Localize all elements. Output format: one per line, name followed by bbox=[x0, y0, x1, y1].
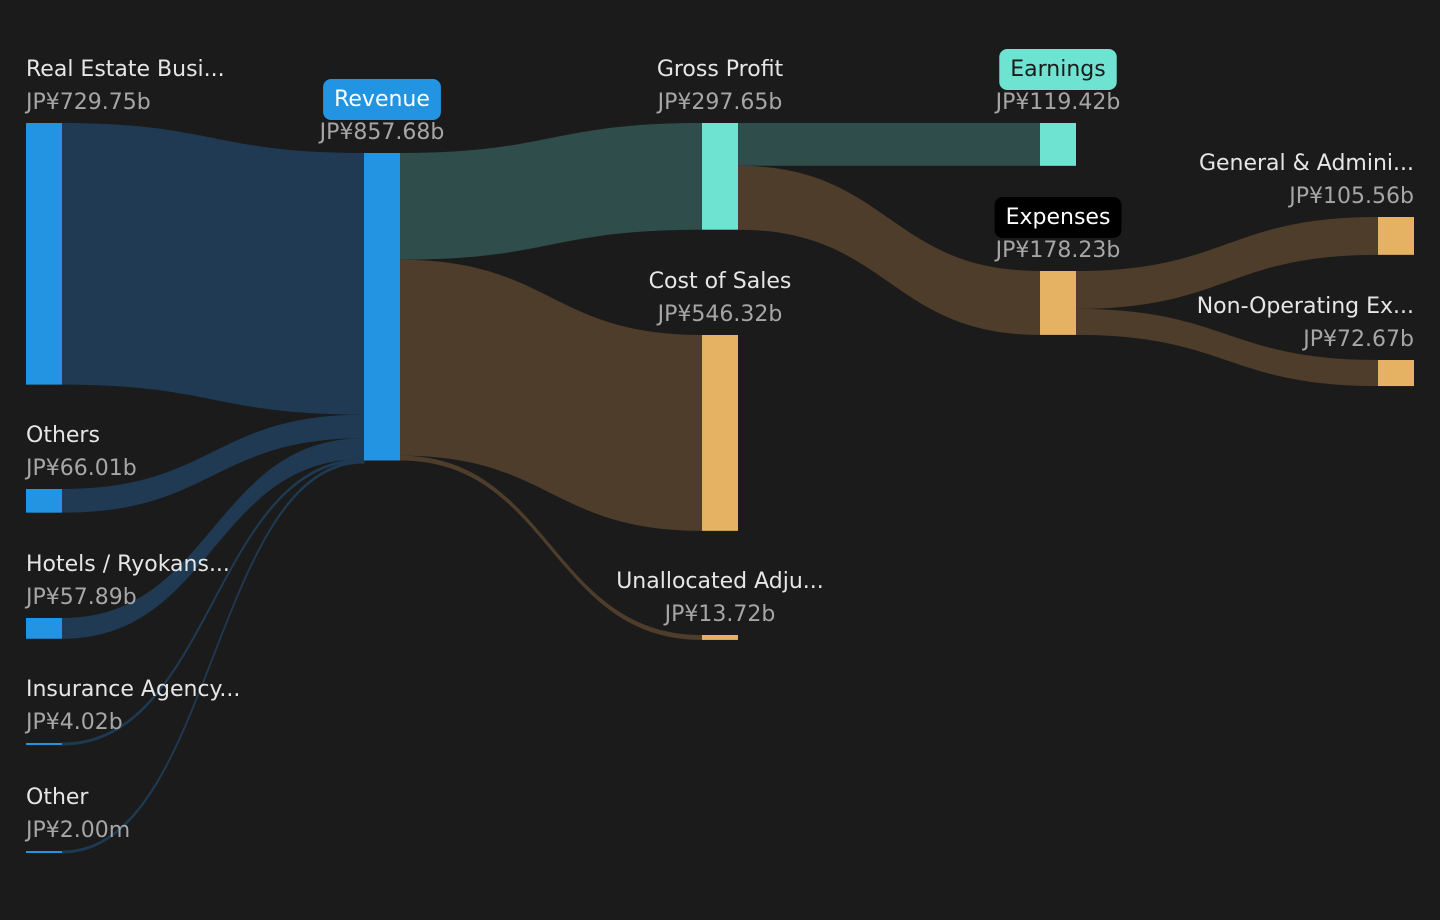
node-name-expenses: Expenses bbox=[1006, 205, 1111, 230]
node-name-hotels: Hotels / Ryokans... bbox=[26, 552, 230, 577]
link-revenue-to-gross-profit bbox=[400, 123, 702, 260]
link-revenue-to-unallocated bbox=[400, 455, 702, 640]
node-bar-hotels bbox=[26, 618, 62, 639]
link-expenses-to-non-operating bbox=[1076, 308, 1378, 387]
node-bar-gross-profit bbox=[702, 123, 738, 230]
node-value-cost-of-sales: JP¥546.32b bbox=[656, 302, 783, 327]
node-value-non-operating: JP¥72.67b bbox=[1301, 327, 1414, 352]
node-bar-general-admin bbox=[1378, 217, 1414, 255]
node-value-insurance: JP¥4.02b bbox=[24, 710, 123, 735]
link-revenue-to-cost-of-sales bbox=[400, 259, 702, 531]
node-name-revenue: Revenue bbox=[334, 87, 430, 112]
node-value-earnings: JP¥119.42b bbox=[994, 90, 1121, 115]
node-value-unallocated: JP¥13.72b bbox=[663, 602, 776, 627]
link-hotels-to-revenue bbox=[62, 438, 364, 639]
node-bar-insurance bbox=[26, 743, 62, 745]
node-name-cost-of-sales: Cost of Sales bbox=[649, 269, 792, 294]
node-bar-others bbox=[26, 489, 62, 513]
node-pill-revenue bbox=[323, 79, 441, 120]
node-name-general-admin: General & Admini... bbox=[1199, 151, 1414, 176]
node-name-insurance: Insurance Agency... bbox=[26, 677, 240, 702]
link-others-to-revenue bbox=[62, 414, 364, 513]
node-bar-revenue bbox=[364, 153, 400, 461]
link-gross-profit-to-expenses bbox=[738, 165, 1040, 335]
node-bar-other bbox=[26, 851, 62, 853]
node-bar-cost-of-sales bbox=[702, 335, 738, 531]
node-bar-non-operating bbox=[1378, 360, 1414, 387]
node-value-expenses: JP¥178.23b bbox=[994, 238, 1121, 263]
node-name-gross-profit: Gross Profit bbox=[657, 57, 784, 82]
node-labels: Real Estate Busi... JP¥729.75bOthersJP¥66… bbox=[24, 49, 1414, 843]
node-value-others: JP¥66.01b bbox=[24, 456, 137, 481]
link-expenses-to-general-admin bbox=[1076, 217, 1378, 309]
node-value-general-admin: JP¥105.56b bbox=[1287, 184, 1414, 209]
node-name-unallocated: Unallocated Adju... bbox=[616, 569, 824, 594]
node-value-hotels: JP¥57.89b bbox=[24, 585, 137, 610]
node-pill-earnings bbox=[999, 49, 1117, 90]
node-bar-unallocated bbox=[702, 635, 738, 640]
node-name-other: Other bbox=[26, 785, 89, 810]
link-other-to-revenue bbox=[61, 460, 365, 854]
node-name-earnings: Earnings bbox=[1010, 57, 1105, 82]
node-bar-expenses bbox=[1040, 271, 1076, 335]
node-value-other: JP¥2.00m bbox=[24, 818, 130, 843]
link-real-estate-to-revenue bbox=[62, 123, 364, 415]
node-value-gross-profit: JP¥297.65b bbox=[656, 90, 783, 115]
node-bar-real-estate bbox=[26, 123, 62, 385]
node-pill-expenses bbox=[994, 197, 1122, 238]
node-name-real-estate: Real Estate Busi... bbox=[26, 57, 225, 82]
node-value-real-estate: JP¥729.75b bbox=[24, 90, 151, 115]
flow-nodes bbox=[26, 123, 1414, 853]
node-name-others: Others bbox=[26, 423, 100, 448]
link-gross-profit-to-earnings bbox=[738, 123, 1040, 166]
flow-links bbox=[61, 123, 1378, 854]
node-value-revenue: JP¥857.68b bbox=[318, 120, 445, 145]
node-bar-earnings bbox=[1040, 123, 1076, 166]
node-name-non-operating: Non-Operating Ex... bbox=[1197, 294, 1414, 319]
